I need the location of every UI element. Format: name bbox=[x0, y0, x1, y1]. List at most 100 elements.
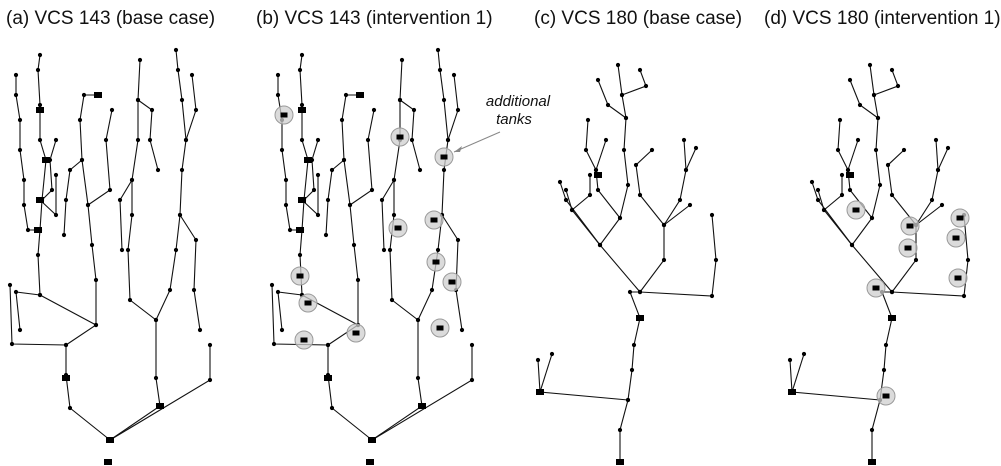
pump-station-icon-3 bbox=[418, 403, 426, 409]
pipe-edge-1 bbox=[537, 359, 629, 401]
network-node-3 bbox=[629, 367, 635, 373]
pipe-edge-9 bbox=[441, 214, 463, 331]
network-node-76 bbox=[155, 167, 161, 173]
network-node-36 bbox=[299, 102, 305, 108]
network-node-19 bbox=[713, 257, 719, 263]
network-node-3 bbox=[881, 367, 887, 373]
pipe-edge-11 bbox=[63, 159, 83, 236]
network-node-46 bbox=[17, 147, 23, 153]
network-node-79 bbox=[365, 137, 371, 143]
network-node-27 bbox=[81, 92, 87, 98]
network-node-27 bbox=[877, 182, 883, 188]
annotation-line-2: tanks bbox=[496, 111, 532, 128]
tank-icon bbox=[882, 393, 890, 399]
network-canvas: additional tanks bbox=[7, 47, 971, 465]
pump-station-icon-8 bbox=[356, 92, 364, 98]
network-node-23 bbox=[89, 242, 95, 248]
pipe-edge-9 bbox=[663, 147, 697, 226]
network-node-38 bbox=[299, 52, 305, 58]
network-node-60 bbox=[175, 67, 181, 73]
network-node-18 bbox=[207, 377, 213, 383]
network-node-58 bbox=[569, 207, 575, 213]
pump-station-icon-6 bbox=[36, 197, 44, 203]
network-node-56 bbox=[683, 167, 689, 173]
network-node-59 bbox=[179, 97, 185, 103]
network-node-59 bbox=[441, 97, 447, 103]
network-node-51 bbox=[315, 212, 321, 218]
network-node-18 bbox=[709, 293, 715, 299]
network-node-84 bbox=[53, 137, 59, 143]
network-node-55 bbox=[585, 117, 591, 123]
pump-station-icon-1 bbox=[104, 459, 112, 465]
network-node-49 bbox=[275, 72, 281, 78]
pipe-edge-6 bbox=[277, 75, 302, 231]
network-node-72 bbox=[323, 232, 329, 238]
network-node-44 bbox=[595, 187, 601, 193]
pipe-edge-3 bbox=[327, 94, 360, 346]
tank-icon bbox=[304, 300, 312, 306]
network-node-49 bbox=[13, 72, 19, 78]
network-node-28 bbox=[873, 147, 879, 153]
panel-a-title: (a) VCS 143 (base case) bbox=[6, 8, 216, 29]
network-node-51 bbox=[895, 83, 901, 89]
network-node-23 bbox=[351, 242, 357, 248]
tank-icon bbox=[352, 330, 360, 336]
network-node-71 bbox=[63, 197, 69, 203]
network-node-26 bbox=[77, 117, 83, 123]
network-node-1 bbox=[329, 405, 335, 411]
network-node-40 bbox=[13, 289, 19, 295]
network-node-77 bbox=[85, 202, 91, 208]
network-node-60 bbox=[839, 172, 845, 178]
pipe-edge-14 bbox=[303, 139, 319, 201]
pipe-edge-11 bbox=[597, 79, 627, 119]
network-node-43 bbox=[617, 215, 623, 221]
network-node-10 bbox=[389, 297, 395, 303]
network-node-55 bbox=[173, 247, 179, 253]
network-node-52 bbox=[315, 172, 321, 178]
network-figure: (a) VCS 143 (base case) (b) VCS 143 (int… bbox=[6, 8, 1001, 465]
network-node-10 bbox=[549, 351, 555, 357]
pump-station-icon-3 bbox=[156, 403, 164, 409]
network-node-43 bbox=[25, 227, 31, 233]
network-node-37 bbox=[35, 67, 41, 73]
network-node-18 bbox=[961, 293, 967, 299]
pipe-edge-15 bbox=[823, 175, 843, 211]
pipe-edge-10 bbox=[595, 139, 621, 219]
network-node-27 bbox=[625, 182, 631, 188]
pump-station-icon-0 bbox=[616, 459, 624, 465]
tank-icon bbox=[956, 215, 964, 221]
network-node-48 bbox=[13, 92, 19, 98]
pump-station-icon-3 bbox=[846, 172, 854, 178]
pipe-edge-2 bbox=[371, 345, 473, 441]
network-node-46 bbox=[855, 137, 861, 143]
network-node-36 bbox=[637, 192, 643, 198]
network-node-80 bbox=[109, 107, 115, 113]
tank-icon bbox=[448, 279, 456, 285]
tank-icon bbox=[852, 207, 860, 213]
pipe-edge-9 bbox=[179, 214, 201, 331]
network-node-47 bbox=[875, 115, 881, 121]
pipe-edge-8 bbox=[635, 149, 665, 226]
network-node-4 bbox=[631, 342, 637, 348]
network-node-54 bbox=[835, 147, 841, 153]
network-node-20 bbox=[63, 342, 69, 348]
network-node-43 bbox=[287, 227, 293, 233]
network-node-12 bbox=[129, 212, 135, 218]
network-node-54 bbox=[429, 287, 435, 293]
network-node-16 bbox=[137, 57, 143, 63]
pump-station-icon-5 bbox=[42, 157, 50, 163]
pipe-edge-0 bbox=[9, 284, 111, 441]
pipe-edge-14 bbox=[41, 139, 57, 201]
tank-icon bbox=[952, 235, 960, 241]
network-node-34 bbox=[809, 179, 815, 185]
pipe-edge-5 bbox=[891, 204, 943, 293]
pipe-edge-15 bbox=[185, 74, 197, 141]
pipe-edge-11 bbox=[325, 159, 345, 236]
tank-icon bbox=[396, 134, 404, 140]
pipe-edge-15 bbox=[447, 74, 459, 141]
network-node-22 bbox=[913, 257, 919, 263]
pump-station-icon-1 bbox=[366, 459, 374, 465]
pump-station-icon-3 bbox=[594, 172, 602, 178]
network-node-52 bbox=[637, 67, 643, 73]
pump-station-icon-1 bbox=[636, 315, 644, 321]
